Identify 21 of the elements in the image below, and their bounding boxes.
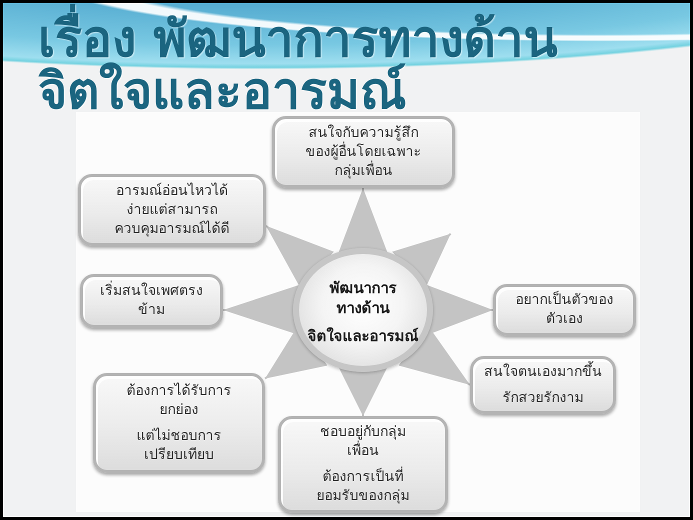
info-box bbox=[493, 284, 636, 336]
info-box bbox=[272, 116, 455, 188]
box-text: ชอบอยู่กับกลุ่มเพื่อน bbox=[319, 423, 407, 461]
triangle-arrow bbox=[427, 285, 493, 335]
box-text: อารมณ์อ่อนไหวได้ง่ายแต่สามารถควบคุมอารมณ์ได้ดี bbox=[114, 182, 230, 238]
box-text: ต้องการได้รับการยกย่อง bbox=[126, 382, 232, 420]
triangle-arrow bbox=[223, 285, 299, 335]
box-text: สนใจกับความรู้สึกของผู้อื่นโดยเฉพาะกลุ่มเพื่อน bbox=[304, 124, 422, 180]
info-box bbox=[278, 416, 448, 513]
box-text: เริ่มสนใจเพศตรงข้าม bbox=[96, 282, 208, 320]
circle-label: พัฒนาการทางด้าน bbox=[328, 278, 398, 318]
circle-label: จิตใจและอารมณ์ bbox=[308, 326, 418, 346]
info-box bbox=[470, 356, 616, 414]
info-box bbox=[80, 274, 223, 328]
box-text: แต่ไม่ชอบการเปรียบเทียบ bbox=[136, 426, 222, 464]
box-text: อยากเป็นตัวของตัวเอง bbox=[514, 291, 614, 329]
info-box bbox=[78, 174, 266, 246]
box-text: ต้องการเป็นที่ยอมรับของกลุ่ม bbox=[311, 468, 415, 506]
box-text: สนใจตนเองมากขึ้น bbox=[484, 362, 602, 382]
info-box bbox=[93, 373, 265, 473]
box-text: รักสวยรักงาม bbox=[502, 388, 584, 408]
